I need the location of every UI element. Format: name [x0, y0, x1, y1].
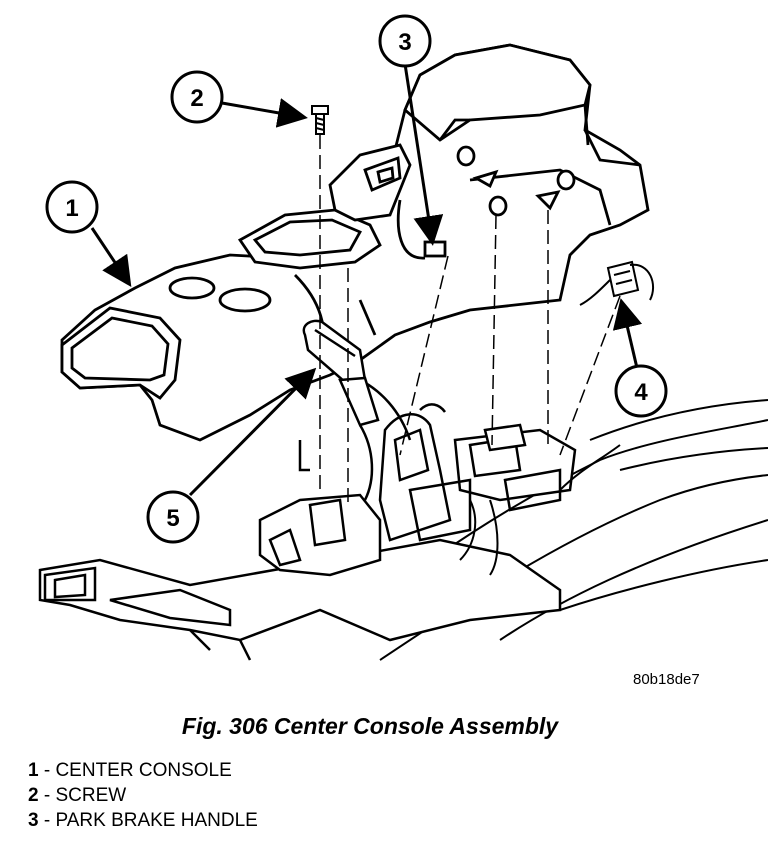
- park-brake-handle: [302, 319, 380, 501]
- leader-arrows: [90, 63, 643, 497]
- callout-5: 5: [146, 490, 200, 544]
- parts-legend: 1 - CENTER CONSOLE 2 - SCREW 3 - PARK BR…: [28, 758, 258, 833]
- leader-arrow-1: [90, 227, 132, 287]
- callout-2-number: 2: [190, 85, 203, 112]
- legend-item-number: 3: [28, 810, 39, 831]
- callout-4-number: 4: [634, 379, 648, 406]
- floor-tunnel-bracket: [38, 538, 562, 661]
- legend-item-number: 1: [28, 760, 39, 781]
- legend-item-text: - PARK BRAKE HANDLE: [38, 810, 258, 831]
- screw: [311, 105, 329, 135]
- legend-item-text: - SCREW: [38, 785, 127, 806]
- wiring-harness: [459, 444, 621, 576]
- callout-3-number: 3: [398, 29, 411, 56]
- legend-item-number: 2: [28, 785, 39, 806]
- leader-arrow-3: [403, 63, 444, 246]
- callout-5-number: 5: [166, 505, 179, 532]
- legend-item: 3 - PARK BRAKE HANDLE: [28, 808, 258, 833]
- installation-guide-lines: [319, 135, 621, 505]
- figure-caption: Fig. 306 Center Console Assembly: [181, 713, 559, 739]
- callout-2: 2: [170, 70, 224, 124]
- leader-arrow-2: [221, 98, 308, 128]
- callout-3: 3: [378, 14, 432, 68]
- legend-item-text: - CENTER CONSOLE: [38, 760, 232, 781]
- switch-connector: [579, 260, 655, 306]
- legend-item: 1 - CENTER CONSOLE: [28, 758, 258, 783]
- callout-1-number: 1: [65, 195, 78, 222]
- callout-1: 1: [45, 180, 99, 234]
- center-console-exploded-diagram: 1 2 3 4 5: [38, 14, 768, 661]
- leader-arrow-4: [612, 298, 643, 369]
- center-console: [60, 43, 650, 442]
- callout-4: 4: [614, 364, 668, 418]
- legend-item: 2 - SCREW: [28, 783, 258, 808]
- leader-arrow-5: [188, 367, 317, 497]
- shifter-mechanism: [258, 378, 577, 577]
- image-code: 80b18de7: [633, 671, 700, 688]
